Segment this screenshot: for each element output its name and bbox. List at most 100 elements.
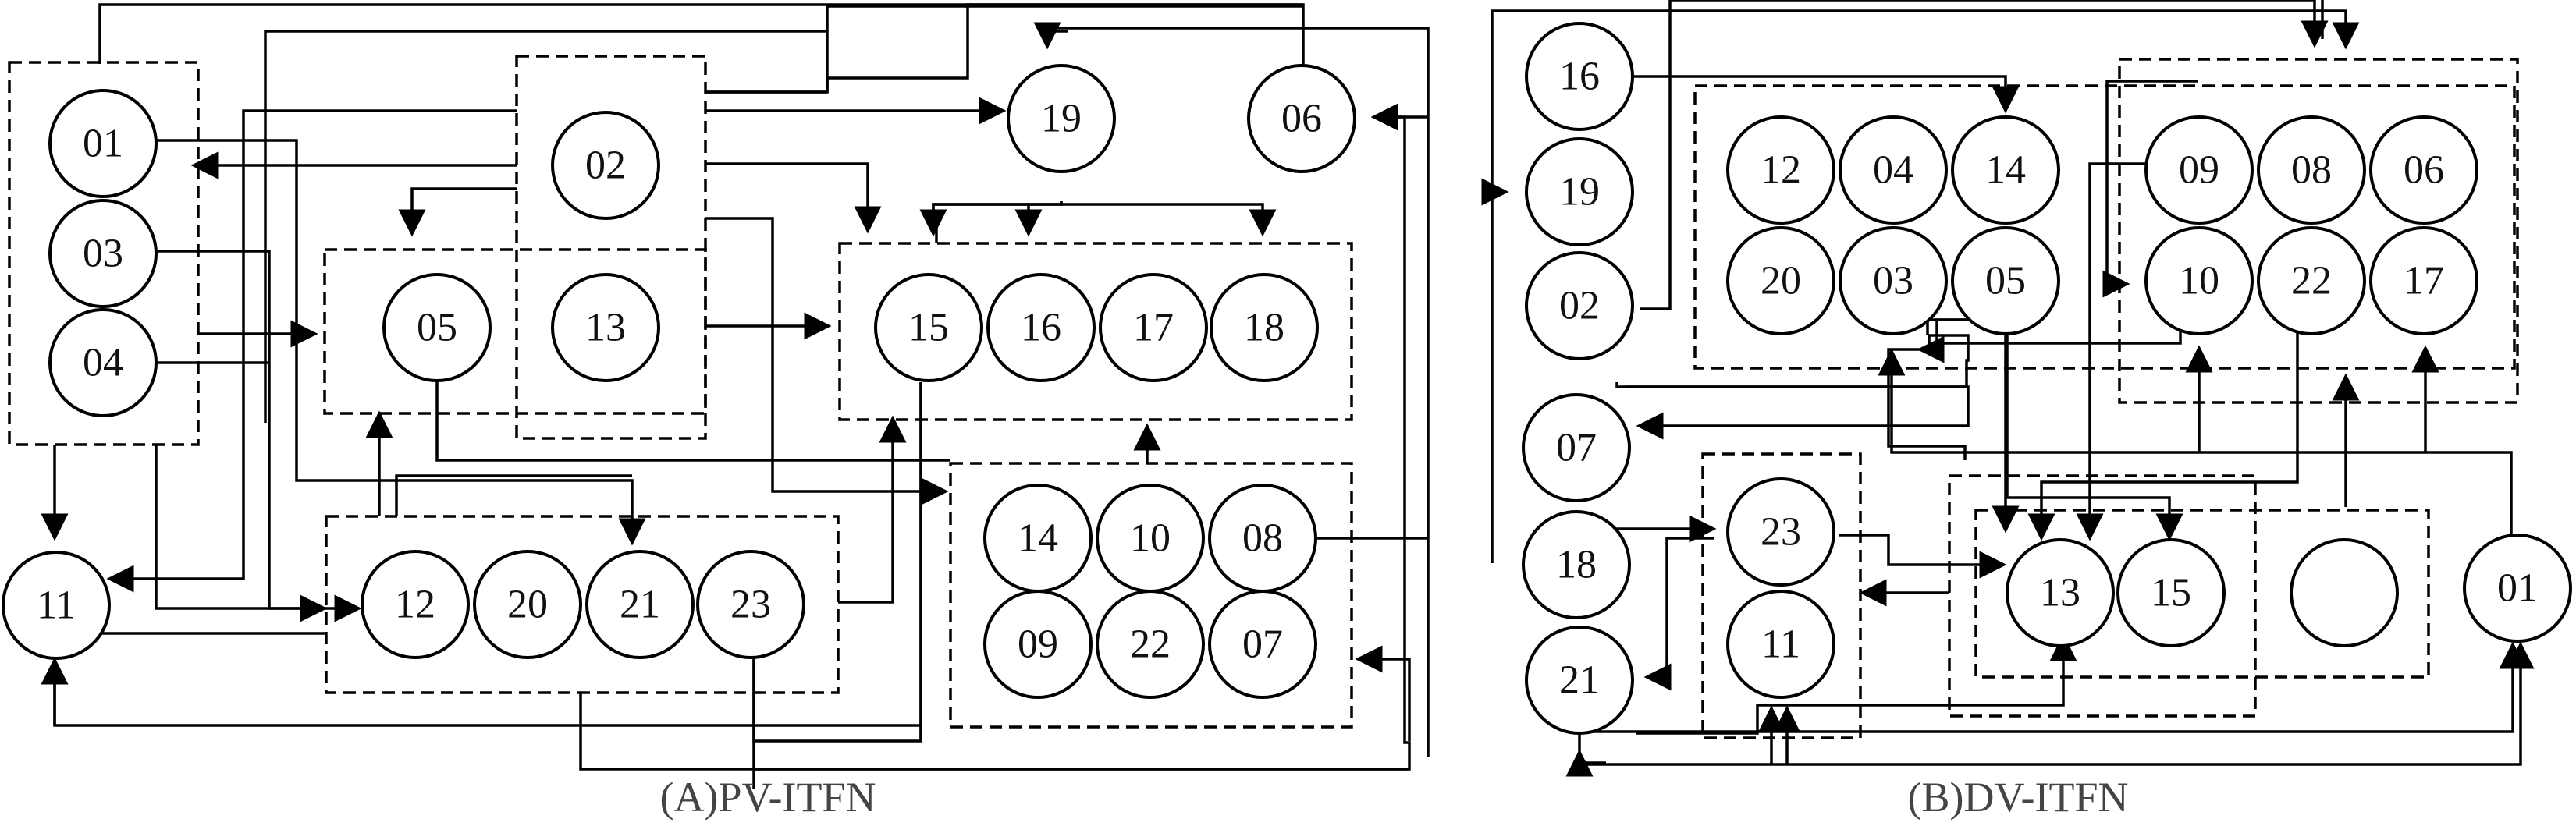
svg-text:23: 23 (730, 583, 771, 627)
svg-text:05: 05 (1985, 259, 2026, 303)
svg-text:23: 23 (1761, 510, 1801, 555)
svg-text:08: 08 (1242, 516, 1283, 561)
panel-b-caption: (B)DV-ITFN (1908, 774, 2129, 821)
graph-node: 22 (1096, 590, 1205, 699)
svg-text:17: 17 (1133, 306, 1174, 350)
svg-text:08: 08 (2291, 148, 2332, 193)
graph-node: 02 (551, 111, 660, 220)
graph-node: 17 (2369, 226, 2478, 335)
svg-text:02: 02 (585, 144, 626, 188)
nodes-b: 16 19 02 07 18 21 01 12 04 14 20 03 05 0… (1522, 22, 2572, 735)
group-box (949, 462, 1353, 729)
graph-node: 07 (1208, 590, 1317, 699)
graph-node: 19 (1525, 137, 1634, 246)
graph-node: 12 (361, 550, 470, 659)
panel-a-caption: (A)PV-ITFN (659, 774, 876, 821)
svg-text:12: 12 (1761, 148, 1801, 193)
svg-text:12: 12 (395, 583, 435, 627)
edges-b (1481, 0, 2535, 777)
graph-node: 06 (1247, 64, 1356, 173)
graph-node: 11 (2, 551, 111, 660)
svg-text:09: 09 (2179, 148, 2219, 193)
svg-text:01: 01 (83, 122, 123, 166)
svg-text:18: 18 (1244, 306, 1284, 350)
graph-node: 01 (48, 89, 158, 198)
panel-a: 01 03 04 02 05 13 11 12 20 21 23 19 06 1… (2, 3, 1430, 821)
group-box (2118, 58, 2519, 404)
graph-node: 02 (1525, 251, 1634, 360)
svg-text:19: 19 (1041, 97, 1082, 141)
svg-text:11: 11 (1761, 622, 1800, 667)
graph-node: 10 (1096, 484, 1205, 593)
svg-text:21: 21 (620, 583, 660, 627)
svg-text:06: 06 (1281, 97, 1322, 141)
graph-node: 13 (551, 273, 660, 382)
graph-node: 12 (1726, 115, 1835, 225)
svg-text:02: 02 (1559, 284, 1600, 328)
graph-node: 11 (1726, 590, 1835, 699)
graph-node: 08 (1208, 484, 1317, 593)
graph-node: 17 (1099, 273, 1208, 382)
graph-node: 23 (696, 550, 805, 659)
graph-node: 20 (473, 550, 582, 659)
graph-node: 03 (1839, 226, 1948, 335)
svg-text:20: 20 (507, 583, 548, 627)
graph-node: 22 (2257, 226, 2366, 335)
svg-text:14: 14 (1018, 516, 1058, 561)
svg-text:01: 01 (2497, 566, 2538, 611)
svg-text:14: 14 (1985, 148, 2026, 193)
graph-node: 21 (585, 550, 695, 659)
svg-text:03: 03 (83, 232, 123, 276)
svg-text:10: 10 (1130, 516, 1171, 561)
svg-text:13: 13 (2040, 571, 2080, 615)
svg-text:17: 17 (2404, 259, 2444, 303)
svg-text:22: 22 (2291, 259, 2332, 303)
graph-node: 06 (2369, 115, 2478, 225)
graph-node: 03 (48, 199, 158, 308)
svg-text:19: 19 (1559, 170, 1600, 214)
graph-node: 16 (986, 273, 1096, 382)
graph-node: 21 (1525, 626, 1634, 735)
svg-text:06: 06 (2404, 148, 2444, 193)
graph-node: 05 (1951, 226, 2060, 335)
graph-node: 14 (983, 484, 1093, 593)
svg-text:04: 04 (1873, 148, 1913, 193)
graph-node: 07 (1522, 393, 1631, 502)
svg-text:13: 13 (585, 306, 626, 350)
graph-node (2290, 538, 2399, 647)
svg-text:16: 16 (1021, 306, 1061, 350)
svg-text:18: 18 (1556, 543, 1597, 587)
svg-text:09: 09 (1018, 622, 1058, 667)
group-box (8, 61, 200, 446)
svg-text:07: 07 (1242, 622, 1283, 667)
graph-node: 13 (2006, 538, 2115, 647)
graph-node: 15 (874, 273, 983, 382)
graph-node: 18 (1522, 510, 1631, 619)
svg-text:20: 20 (1761, 259, 1801, 303)
svg-text:22: 22 (1130, 622, 1171, 667)
group-box (838, 242, 1353, 421)
graph-node: 04 (48, 308, 158, 417)
graph-node: 09 (2144, 115, 2254, 225)
graph-node: 16 (1525, 22, 1634, 131)
svg-text:16: 16 (1559, 55, 1600, 99)
svg-text:15: 15 (2151, 571, 2191, 615)
graph-node: 09 (983, 590, 1093, 699)
group-box (1693, 84, 2516, 370)
graph-node: 10 (2144, 226, 2254, 335)
graph-node: 14 (1951, 115, 2060, 225)
nodes-a: 01 03 04 02 05 13 11 12 20 21 23 19 06 1… (2, 64, 1356, 699)
svg-text:10: 10 (2179, 259, 2219, 303)
svg-text:04: 04 (83, 341, 123, 385)
group-box (1974, 509, 2430, 679)
graph-node: 23 (1726, 477, 1835, 587)
svg-text:05: 05 (417, 306, 457, 350)
group-box (515, 55, 707, 440)
svg-text:21: 21 (1559, 658, 1600, 703)
graph-node: 04 (1839, 115, 1948, 225)
graph-node: 18 (1210, 273, 1319, 382)
graph-node: 08 (2257, 115, 2366, 225)
graph-node: 01 (2463, 534, 2572, 643)
svg-text:07: 07 (1556, 426, 1597, 470)
